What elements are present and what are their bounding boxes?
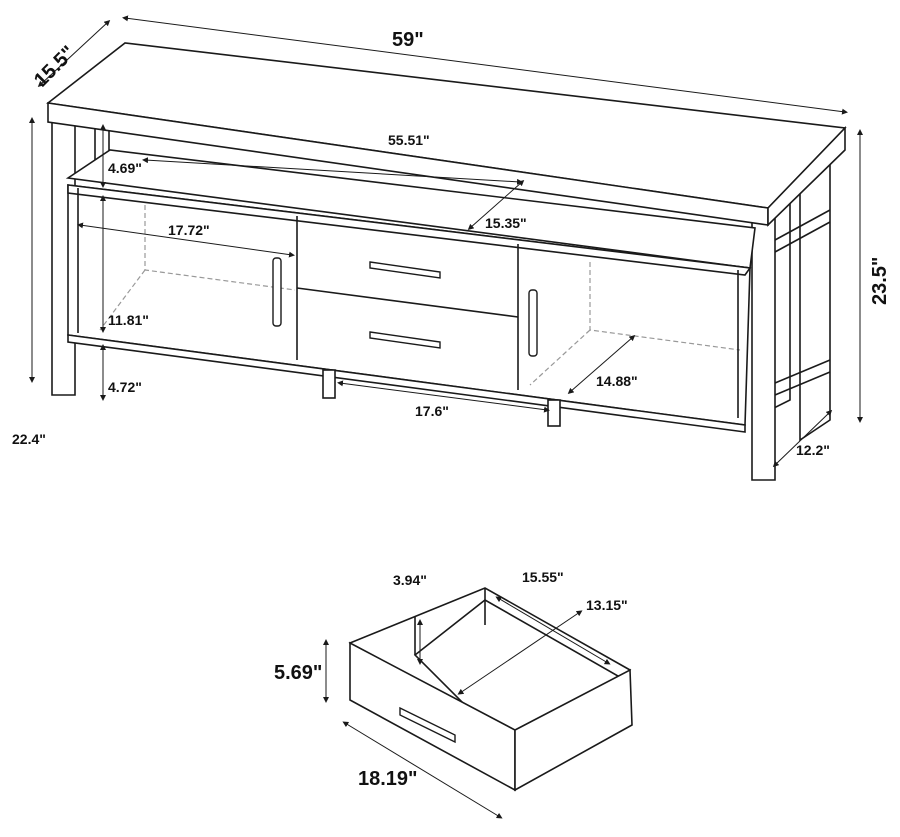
- label-overall-width: 59": [392, 29, 424, 51]
- label-overall-height: 23.5": [869, 257, 891, 305]
- drawer-dimension-lines: [323, 596, 611, 819]
- drawer-drawing: [348, 587, 633, 792]
- label-drawer-inner-depth: 15.55": [522, 569, 564, 585]
- label-door-height: 11.81": [108, 312, 149, 328]
- label-cabinet-depth: 14.88": [596, 373, 638, 389]
- label-drawer-front-height: 5.69": [274, 662, 322, 684]
- label-shelf-depth: 15.35": [485, 215, 527, 231]
- label-leg-clearance: 4.72": [108, 379, 142, 395]
- label-drawer-front-width: 18.19": [358, 768, 418, 790]
- label-drawer-inner-width: 13.15": [586, 597, 628, 613]
- label-center-leg-span: 17.6": [415, 403, 449, 419]
- label-shelf-height: 4.69": [108, 160, 142, 176]
- label-drawer-inner-height: 3.94": [393, 572, 427, 588]
- label-inner-width: 55.51": [388, 132, 430, 148]
- label-door-width: 17.72": [168, 222, 210, 238]
- label-side-depth: 12.2": [796, 442, 830, 458]
- tv-stand-dimension-lines: [29, 15, 863, 468]
- label-inner-height: 22.4": [12, 431, 46, 447]
